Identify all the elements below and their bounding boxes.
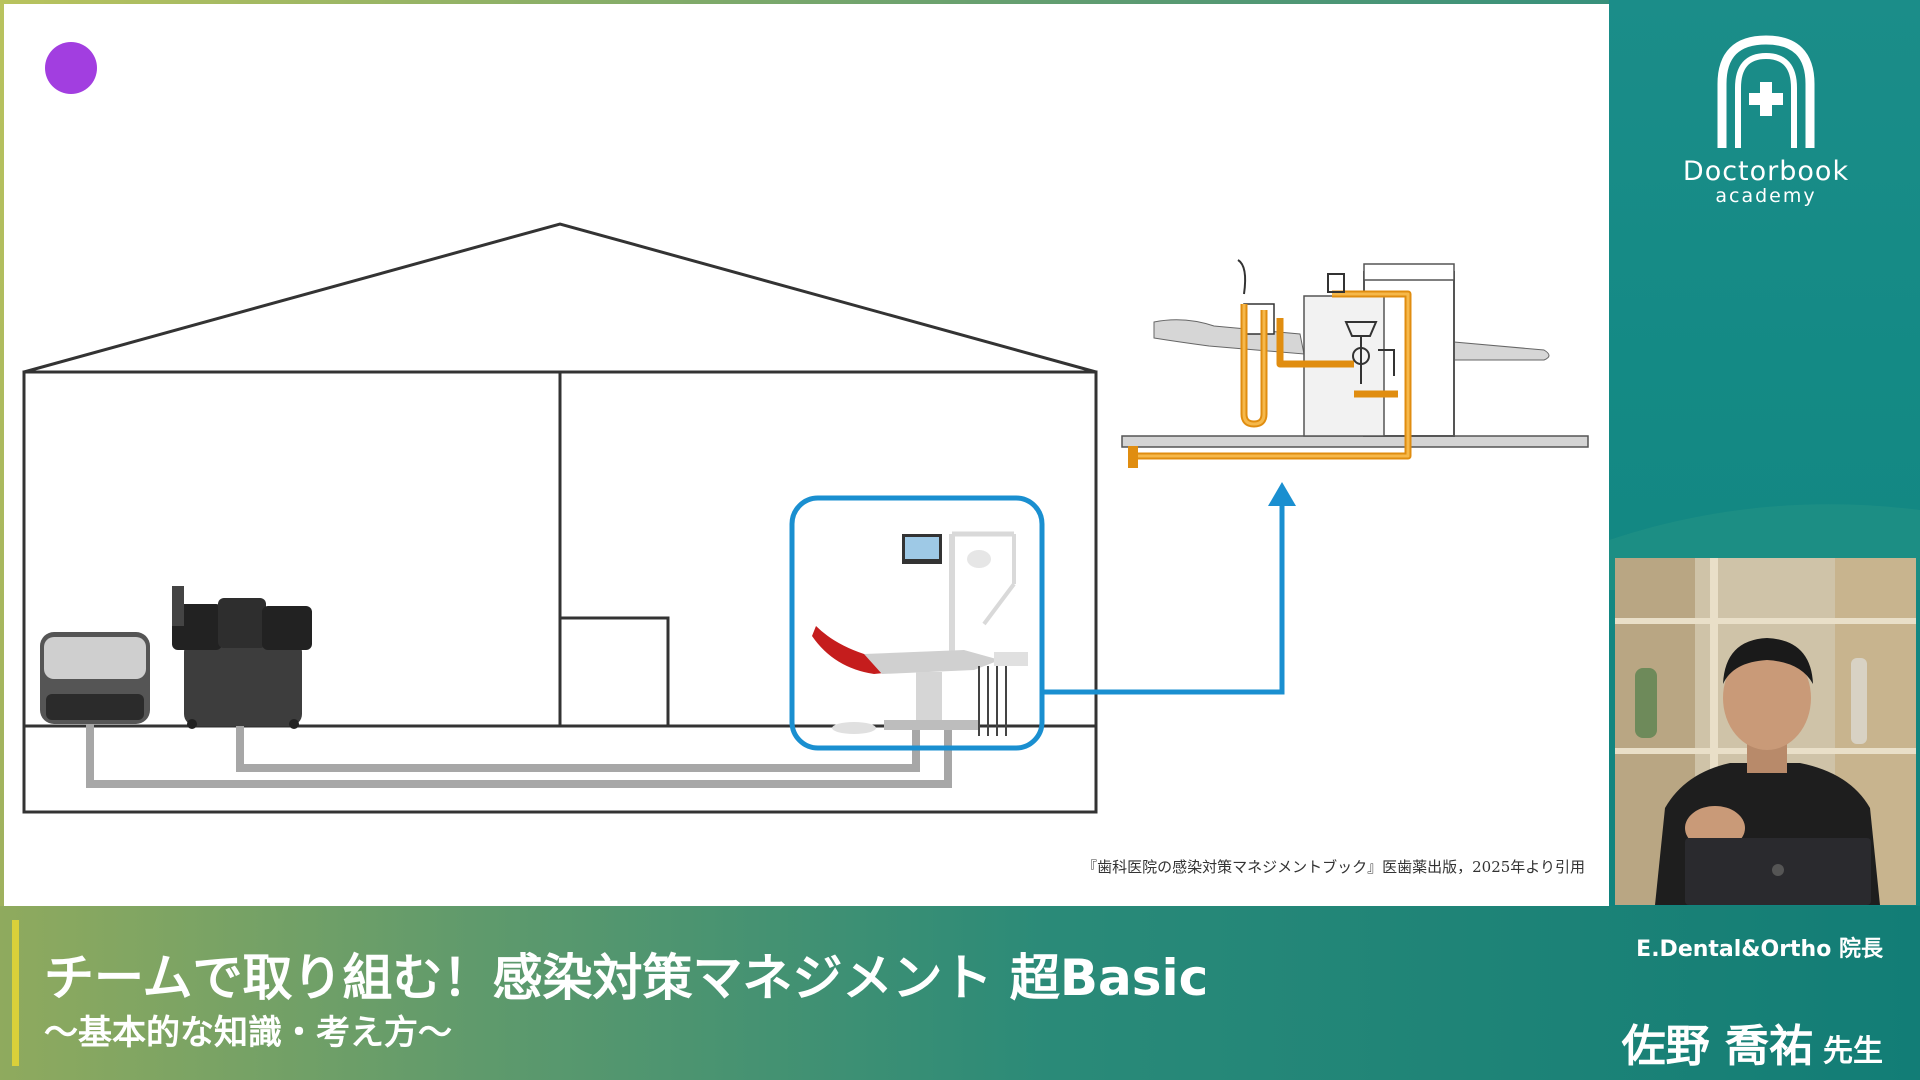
doctorbook-arch-icon xyxy=(1714,32,1818,150)
speaker-name-block: 佐野 喬祐先生 xyxy=(1622,1010,1883,1074)
speaker-honorific: 先生 xyxy=(1823,1034,1883,1069)
lecture-subtitle: ～基本的な知識・考え方～ xyxy=(44,1005,452,1054)
speaker-name: 佐野 喬祐 xyxy=(1622,1021,1813,1072)
house-roof xyxy=(24,224,1096,372)
speaker-webcam xyxy=(1615,558,1916,905)
connector-arrow xyxy=(1042,504,1282,692)
dental-chair-illustration xyxy=(812,534,1028,736)
arrow-head xyxy=(1268,482,1296,506)
compressor-equipment xyxy=(40,586,312,729)
citation-text: 『歯科医院の感染対策マネジメントブック』医歯薬出版，2025年より引用 xyxy=(1082,856,1585,877)
house-small-box xyxy=(560,618,668,726)
speaker-video-frame xyxy=(1615,558,1916,905)
presentation-slide: 『歯科医院の感染対策マネジメントブック』医歯薬出版，2025年より引用 xyxy=(4,4,1609,906)
speaker-organization: E.Dental&Ortho 院長 xyxy=(1636,931,1883,963)
logo-sub: academy xyxy=(1660,186,1872,206)
laser-pointer-dot xyxy=(45,42,97,94)
lecture-title: チームで取り組む！感染対策マネジメント 超Basic xyxy=(44,938,1208,1010)
lower-third-accent xyxy=(12,920,19,1066)
unit-detail-drawing xyxy=(1122,260,1588,468)
underfloor-pipes xyxy=(90,720,948,784)
dental-plumbing-diagram xyxy=(4,4,1609,906)
logo-name: Doctorbook xyxy=(1660,158,1872,186)
doctorbook-logo: Doctorbook academy xyxy=(1660,32,1872,212)
